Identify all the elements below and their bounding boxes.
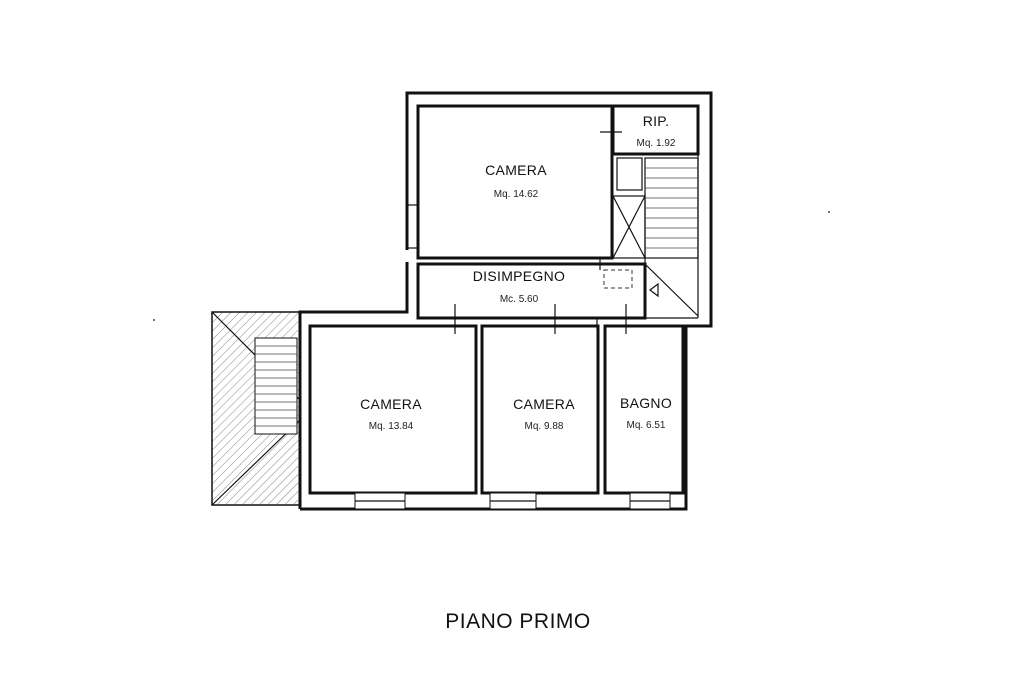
windows [354, 492, 671, 510]
label-ripostiglio-area: Mq. 1.92 [637, 138, 676, 149]
label-bagno-area: Mq. 6.51 [627, 420, 666, 431]
scan-dot [153, 319, 155, 321]
inner-staircase [644, 157, 699, 319]
label-ripostiglio-name: RIP. [643, 113, 670, 129]
plan-title: PIANO PRIMO [445, 610, 591, 633]
label-disimpegno-area: Mc. 5.60 [500, 294, 539, 305]
label-bagno-name: BAGNO [620, 395, 672, 411]
room-camera-middle [480, 324, 600, 495]
room-ripostiglio [611, 104, 700, 156]
label-camera-west-name: CAMERA [360, 396, 422, 412]
label-camera-middle-name: CAMERA [513, 396, 575, 412]
room-disimpegno [416, 262, 647, 320]
scan-dot [828, 211, 830, 213]
doors [454, 258, 627, 334]
inner-shaft [612, 157, 646, 259]
exterior-staircase [211, 311, 301, 506]
label-camera-north-name: CAMERA [485, 162, 547, 178]
label-camera-north-area: Mq. 14.62 [494, 189, 539, 200]
label-camera-middle-area: Mq. 9.88 [525, 421, 564, 432]
label-camera-west-area: Mq. 13.84 [369, 421, 414, 432]
label-disimpegno-name: DISIMPEGNO [473, 268, 565, 284]
room-camera-north [407, 104, 622, 260]
